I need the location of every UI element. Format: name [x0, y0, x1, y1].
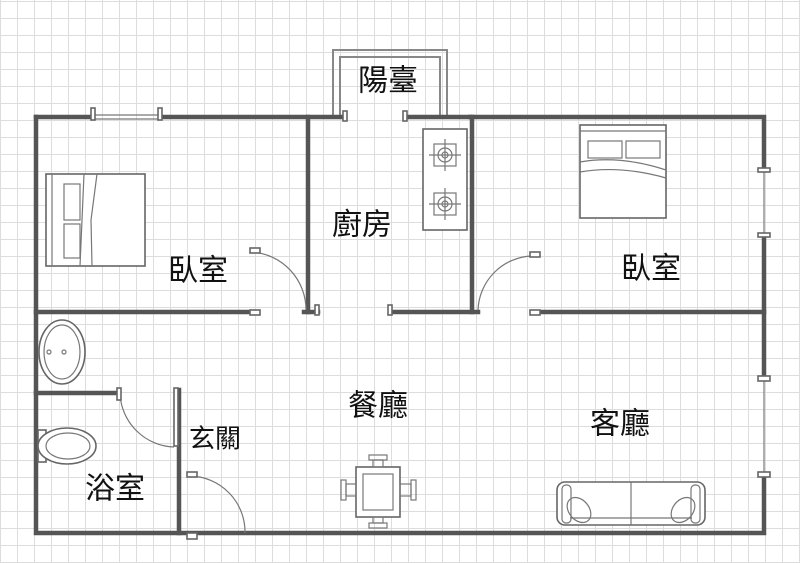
toilet [37, 427, 97, 465]
bed-left [45, 173, 146, 267]
bed-right [579, 124, 667, 219]
label-living: 客廳 [590, 407, 650, 442]
doors [116, 247, 541, 540]
sofa [556, 481, 706, 526]
label-kitchen: 廚房 [332, 208, 392, 243]
windows [90, 107, 771, 478]
label-balcony: 陽臺 [358, 64, 418, 99]
dining-table [340, 454, 417, 529]
stove [422, 128, 468, 231]
walls [33, 114, 767, 536]
label-dining: 餐廳 [348, 389, 408, 424]
label-bedroom-left: 臥室 [168, 254, 228, 289]
sink [38, 319, 86, 385]
label-bedroom-right: 臥室 [621, 252, 681, 287]
label-bathroom: 浴室 [85, 472, 145, 507]
label-entrance: 玄關 [189, 425, 241, 455]
